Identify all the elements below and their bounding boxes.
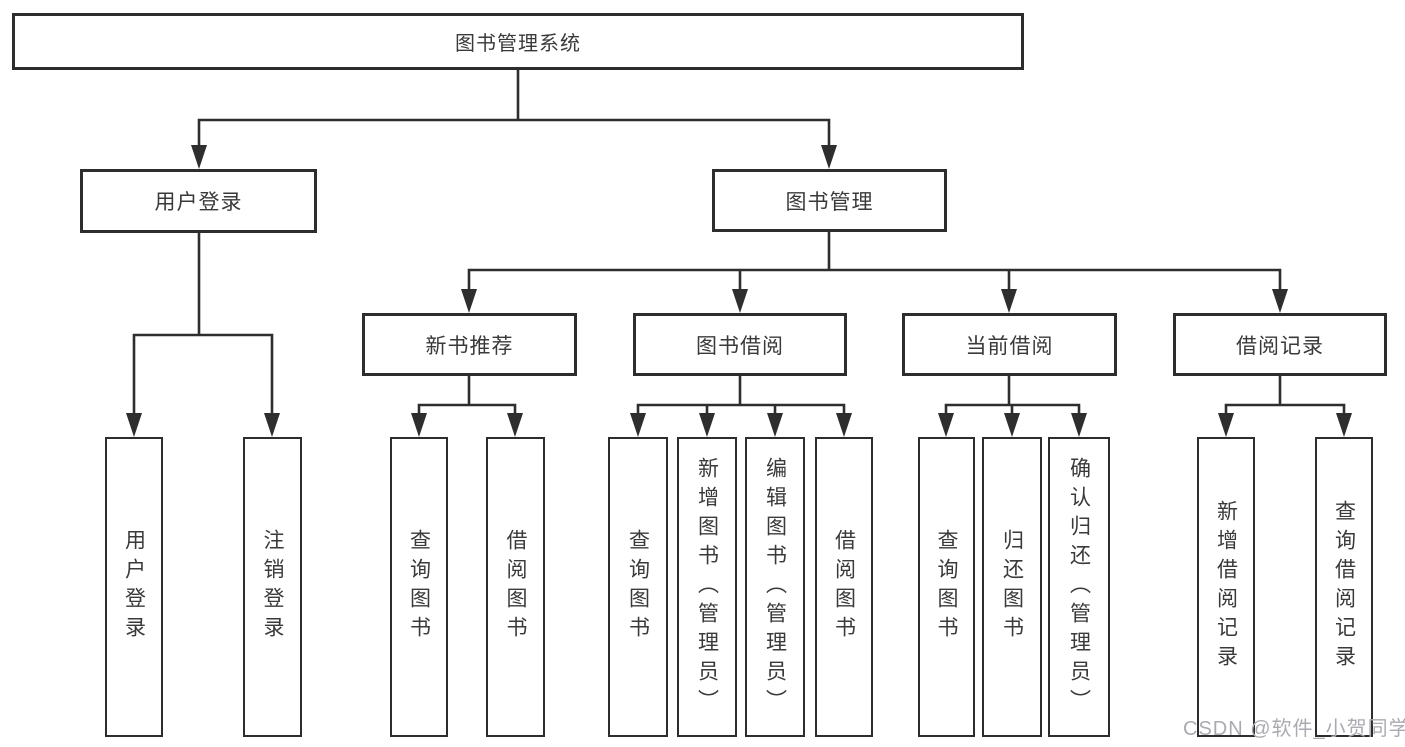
leaf-bb-edit-books-admin-label: 编辑图书（管理员） — [763, 456, 787, 718]
node-book-management: 图书管理 — [712, 169, 947, 232]
node-root-system: 图书管理系统 — [12, 13, 1024, 70]
node-book-management-label: 图书管理 — [785, 190, 874, 214]
node-new-book-recommend: 新书推荐 — [362, 313, 577, 376]
node-borrow-records: 借阅记录 — [1173, 313, 1387, 376]
leaf-cb-return-books-label: 归还图书 — [1000, 529, 1024, 645]
connector-new-book-rec-to-leaves — [411, 374, 523, 437]
node-book-borrow-label: 图书借阅 — [696, 334, 784, 358]
connector-user-login-to-leaves — [126, 231, 280, 437]
leaf-bb-add-books-admin-label: 新增图书（管理员） — [695, 456, 719, 718]
leaf-cb-query-books-label: 查询图书 — [935, 529, 959, 645]
node-new-book-recommend-label: 新书推荐 — [425, 334, 514, 358]
leaf-nbr-borrow-books-label: 借阅图书 — [504, 529, 528, 645]
connector-book-mgmt-to-level3 — [461, 230, 1288, 313]
leaf-logout: 注销登录 — [243, 437, 302, 737]
leaf-cb-return-books: 归还图书 — [982, 437, 1042, 737]
leaf-bb-borrow-books: 借阅图书 — [815, 437, 873, 737]
leaf-bb-query-books-label: 查询图书 — [626, 529, 650, 645]
leaf-cb-confirm-return-admin-label: 确认归还（管理员） — [1067, 456, 1091, 718]
leaf-nbr-query-books-label: 查询图书 — [407, 529, 431, 645]
leaf-bb-query-books: 查询图书 — [608, 437, 668, 737]
connector-borrow-records-to-leaves — [1218, 374, 1352, 437]
leaf-bb-add-books-admin: 新增图书（管理员） — [677, 437, 737, 737]
leaf-cb-confirm-return-admin: 确认归还（管理员） — [1048, 437, 1110, 737]
leaf-logout-label: 注销登录 — [261, 529, 285, 645]
node-root-system-label: 图书管理系统 — [455, 33, 581, 55]
node-book-borrow: 图书借阅 — [633, 313, 847, 376]
node-current-borrow-label: 当前借阅 — [965, 334, 1054, 358]
node-borrow-records-label: 借阅记录 — [1236, 334, 1324, 358]
node-user-login-label: 用户登录 — [154, 191, 243, 214]
leaf-cb-query-books: 查询图书 — [918, 437, 975, 737]
connector-book-borrow-to-leaves — [630, 374, 852, 437]
csdn-watermark: CSDN @软件_小贺同学 — [1183, 718, 1405, 740]
leaf-br-query-record: 查询借阅记录 — [1315, 437, 1373, 737]
leaf-nbr-borrow-books: 借阅图书 — [486, 437, 545, 737]
leaf-br-query-record-label: 查询借阅记录 — [1332, 500, 1356, 674]
connector-root-to-level2 — [191, 68, 837, 169]
leaf-user-login: 用户登录 — [105, 437, 163, 737]
connector-current-borrow-to-leaves — [938, 374, 1087, 437]
leaf-user-login-label: 用户登录 — [122, 529, 146, 645]
node-current-borrow: 当前借阅 — [902, 313, 1117, 376]
node-user-login: 用户登录 — [80, 169, 317, 233]
leaf-bb-edit-books-admin: 编辑图书（管理员） — [745, 437, 805, 737]
leaf-br-add-record: 新增借阅记录 — [1197, 437, 1255, 737]
leaf-nbr-query-books: 查询图书 — [390, 437, 448, 737]
leaf-bb-borrow-books-label: 借阅图书 — [832, 529, 856, 645]
leaf-br-add-record-label: 新增借阅记录 — [1214, 500, 1238, 674]
